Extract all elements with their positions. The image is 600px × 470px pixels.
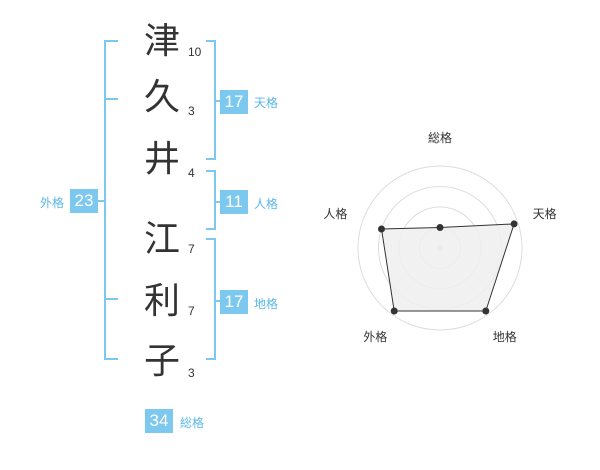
stroke-count-4: 7	[188, 242, 195, 256]
radar-point	[482, 307, 490, 315]
stroke-count-3: 4	[188, 166, 195, 180]
radar-axis-label: 総格	[428, 130, 452, 145]
soukaku-value-badge: 34	[145, 409, 173, 433]
chikaku-value-badge: 17	[220, 290, 248, 314]
stroke-count-5: 7	[188, 304, 195, 318]
name-char-4: 江	[143, 219, 180, 260]
jinkaku-label: 人格	[254, 197, 279, 211]
gaikaku-tick-bottom	[104, 298, 118, 300]
name-char-1: 津	[143, 21, 180, 62]
chikaku-connector	[214, 300, 222, 302]
gaikaku-bracket	[104, 40, 118, 360]
radar-axis-label: 天格	[533, 206, 557, 221]
tenkaku-connector	[214, 100, 222, 102]
stroke-count-1: 10	[188, 45, 202, 59]
jinkaku-connector	[214, 201, 222, 203]
radar-point	[510, 220, 518, 228]
gaikaku-connector	[98, 200, 106, 202]
soukaku-label: 総格	[180, 416, 205, 430]
stroke-count-6: 3	[188, 366, 195, 380]
gaikaku-tick-top	[104, 98, 118, 100]
radar-axis-label: 人格	[323, 206, 347, 221]
radar-point	[390, 307, 398, 315]
stroke-count-2: 3	[188, 104, 195, 118]
radar-ring	[357, 165, 523, 331]
radar-axis-label: 地格	[493, 329, 517, 344]
gaikaku-label: 外格	[40, 196, 65, 210]
radar-point	[378, 225, 386, 233]
jinkaku-value-badge: 11	[220, 190, 248, 214]
jinkaku-bracket	[206, 170, 216, 230]
name-char-2: 久	[143, 77, 180, 118]
radar-axis-label: 外格	[363, 329, 387, 344]
chikaku-bracket	[206, 238, 216, 360]
name-char-6: 子	[143, 341, 180, 382]
tenkaku-label: 天格	[254, 96, 279, 110]
tenkaku-value-badge: 17	[220, 90, 248, 114]
gaikaku-value-badge: 23	[70, 189, 98, 213]
radar-area	[380, 223, 515, 312]
radar-points	[378, 220, 518, 315]
radar-point	[436, 224, 444, 231]
name-char-3: 井	[143, 139, 180, 180]
name-char-5: 利	[143, 281, 180, 322]
chikaku-label: 地格	[254, 297, 279, 311]
